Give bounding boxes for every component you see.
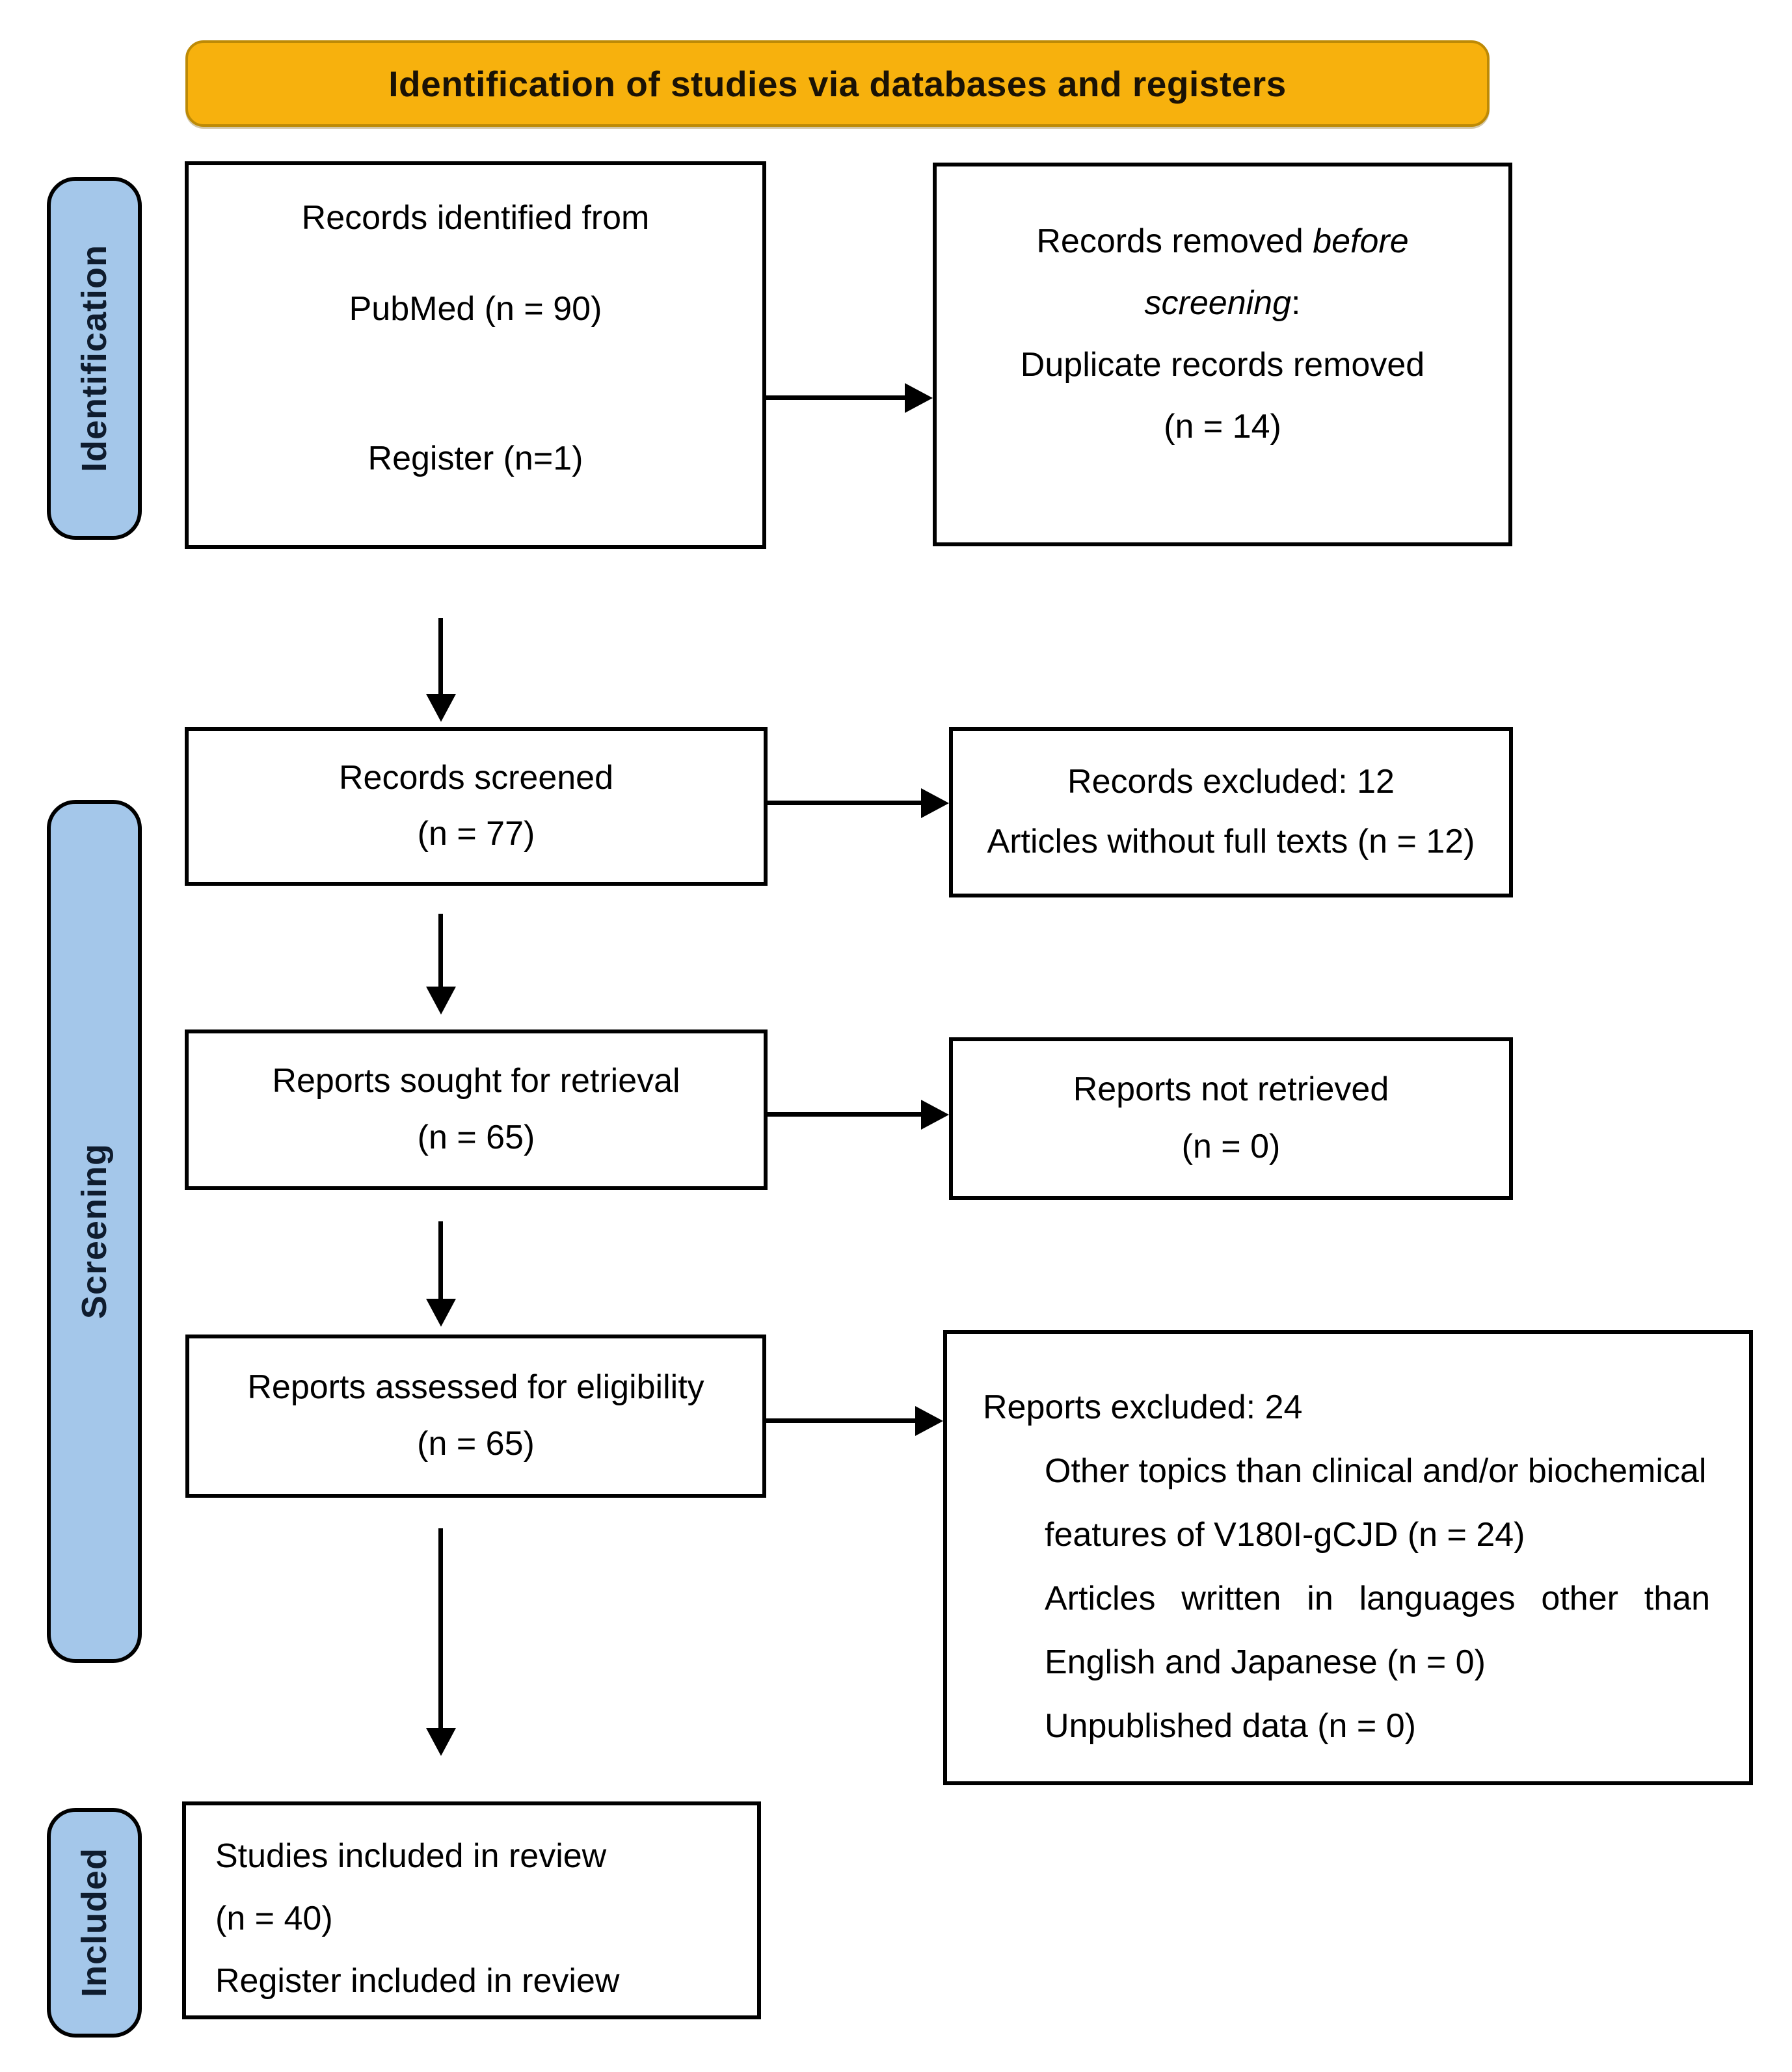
box-studies-included: Studies included in review (n = 40) Regi… — [182, 1801, 761, 2019]
records-identified-line-3: Register (n=1) — [368, 439, 583, 477]
reports-assessed-line-2: (n = 65) — [417, 1425, 535, 1463]
records-removed-line-1-normal: Records removed — [1036, 222, 1313, 260]
stage-label-identification-text: Identification — [75, 245, 114, 472]
records-removed-line-2-suffix: : — [1291, 284, 1301, 322]
records-removed-line-1-italic: before — [1313, 222, 1409, 260]
records-identified-line-2: PubMed (n = 90) — [349, 289, 602, 328]
arrow-screened-to-sought-head — [426, 987, 456, 1015]
reports-excluded-line-1: Reports excluded: 24 — [983, 1388, 1303, 1426]
arrow-sought-to-assessed-head — [426, 1299, 456, 1327]
arrow-identified-to-screened-line — [438, 618, 443, 694]
banner-title: Identification of studies via databases … — [388, 63, 1287, 104]
stage-label-identification: Identification — [47, 177, 142, 540]
arrow-assessed-to-included-line — [438, 1528, 443, 1728]
box-records-removed: Records removed before screening: Duplic… — [933, 163, 1512, 546]
arrow-identified-to-removed-head — [905, 383, 933, 413]
arrow-screened-to-excluded-line — [768, 801, 921, 805]
box-reports-excluded: Reports excluded: 24 Other topics than c… — [943, 1330, 1753, 1785]
records-screened-line-1: Records screened — [339, 759, 613, 797]
arrow-screened-to-excluded-head — [921, 788, 949, 818]
records-identified-line-1: Records identified from — [301, 199, 650, 237]
banner: Identification of studies via databases … — [185, 40, 1490, 127]
records-excluded-line-2: Articles without full texts (n = 12) — [987, 822, 1475, 860]
reports-excluded-line-6: Unpublished data (n = 0) — [1045, 1707, 1416, 1745]
stage-label-screening-text: Screening — [75, 1143, 114, 1320]
reports-not-retrieved-line-2: (n = 0) — [1181, 1127, 1281, 1165]
arrow-sought-to-not-retrieved-line — [768, 1112, 921, 1117]
box-records-identified: Records identified from PubMed (n = 90) … — [185, 161, 766, 549]
box-reports-not-retrieved: Reports not retrieved (n = 0) — [949, 1037, 1513, 1200]
box-records-excluded: Records excluded: 12 Articles without fu… — [949, 727, 1513, 897]
studies-included-line-2: (n = 40) — [215, 1900, 333, 1937]
records-removed-line-2-italic: screening — [1144, 284, 1291, 322]
reports-not-retrieved-line-1: Reports not retrieved — [1073, 1070, 1389, 1109]
records-removed-line-3: Duplicate records removed — [1020, 346, 1425, 384]
stage-label-included-text: Included — [75, 1848, 114, 1998]
records-removed-line-4: (n = 14) — [1164, 408, 1281, 445]
arrow-identified-to-removed-line — [766, 395, 906, 400]
box-reports-sought: Reports sought for retrieval (n = 65) — [185, 1029, 768, 1190]
arrow-assessed-to-excluded-line — [766, 1418, 915, 1423]
records-removed-line-1: Records removed before — [1036, 211, 1408, 272]
reports-assessed-line-1: Reports assessed for eligibility — [247, 1368, 704, 1406]
box-records-screened: Records screened (n = 77) — [185, 727, 768, 886]
arrow-sought-to-assessed-line — [438, 1221, 443, 1299]
arrow-screened-to-sought-line — [438, 914, 443, 987]
reports-excluded-line-4: Articles written in languages other than — [1045, 1580, 1710, 1617]
records-screened-line-2: (n = 77) — [417, 814, 535, 853]
reports-excluded-line-5: English and Japanese (n = 0) — [1045, 1643, 1486, 1681]
records-removed-line-2: screening: — [1145, 272, 1301, 334]
studies-included-line-3: Register included in review — [215, 1962, 620, 2000]
stage-label-included: Included — [47, 1808, 142, 2038]
arrow-assessed-to-excluded-head — [915, 1406, 943, 1436]
reports-sought-line-1: Reports sought for retrieval — [272, 1062, 680, 1100]
box-reports-assessed: Reports assessed for eligibility (n = 65… — [185, 1335, 766, 1498]
arrow-sought-to-not-retrieved-head — [921, 1100, 949, 1130]
reports-excluded-line-2: Other topics than clinical and/or bioche… — [1045, 1452, 1707, 1490]
reports-sought-line-2: (n = 65) — [417, 1118, 535, 1156]
arrow-identified-to-screened-head — [426, 694, 456, 722]
records-excluded-line-1: Records excluded: 12 — [1067, 763, 1395, 801]
reports-excluded-line-3: features of V180I-gCJD (n = 24) — [1045, 1516, 1525, 1554]
stage-label-screening: Screening — [47, 800, 142, 1663]
arrow-assessed-to-included-head — [426, 1728, 456, 1756]
studies-included-line-1: Studies included in review — [215, 1837, 607, 1875]
